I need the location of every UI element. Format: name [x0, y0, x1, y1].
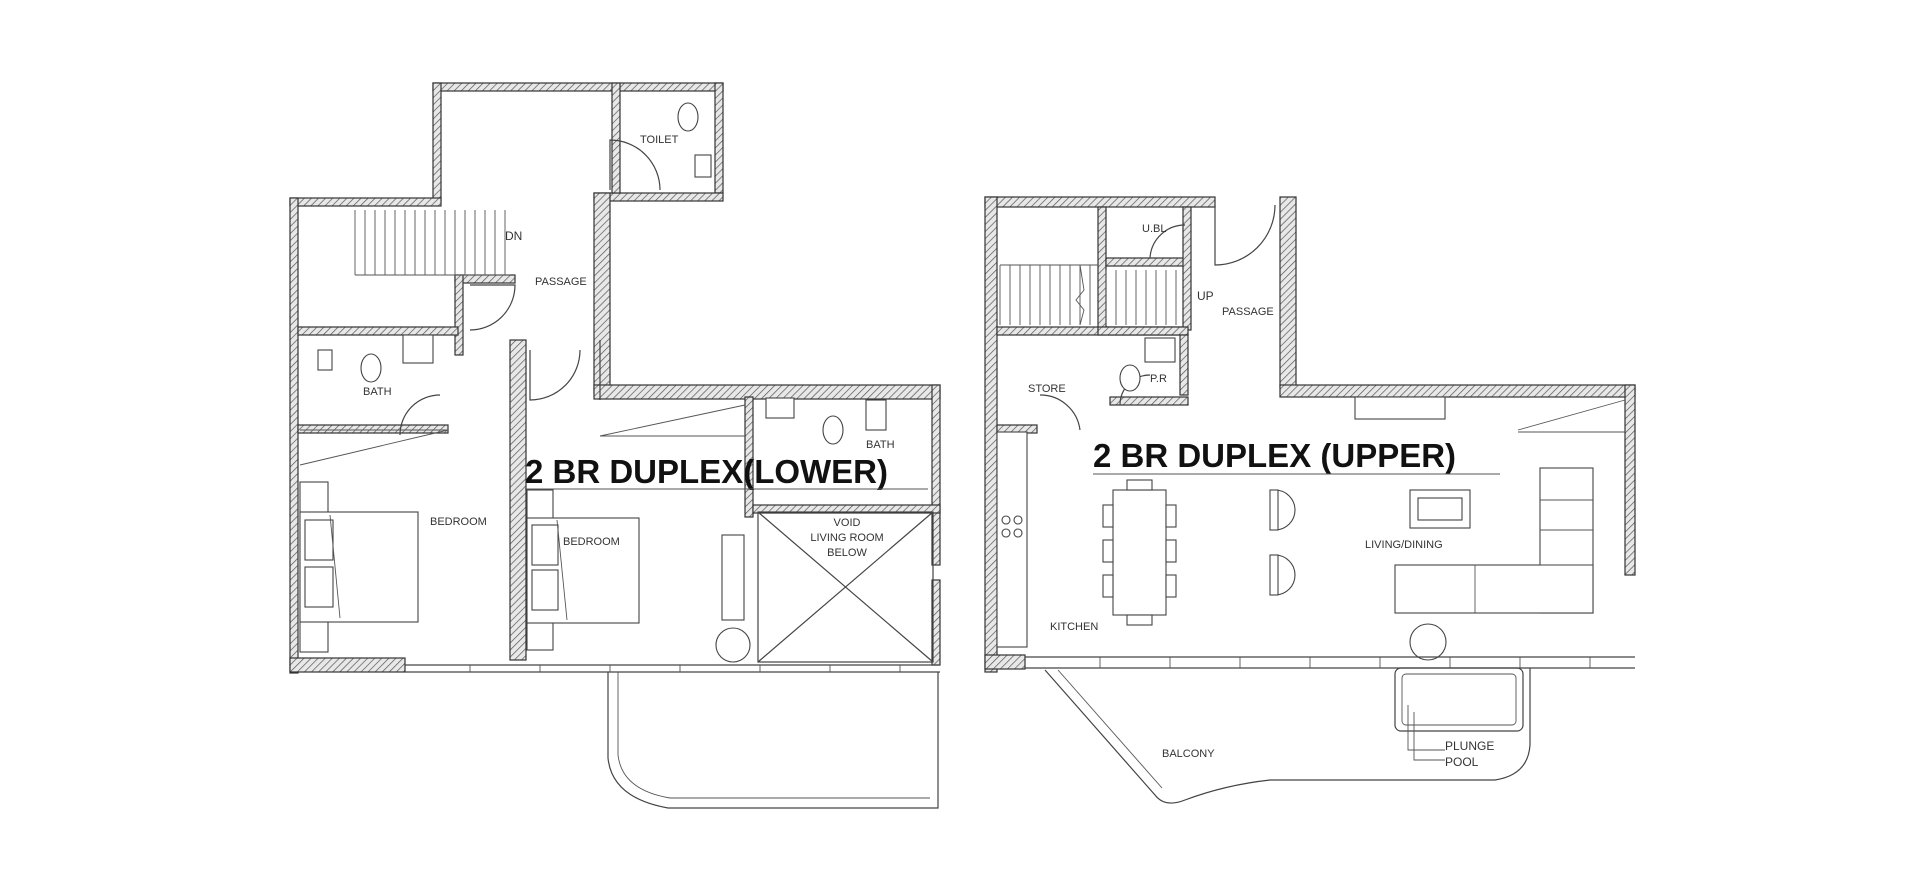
lower-beds — [299, 481, 640, 653]
upper-sofa — [1394, 467, 1594, 661]
upper-armchairs — [1269, 489, 1296, 596]
lower-void-label-2: LIVING ROOM — [810, 532, 883, 544]
upper-pool-label: POOL — [1445, 755, 1479, 769]
lower-toilet-label: TOILET — [640, 134, 679, 146]
upper-store-label: STORE — [1028, 383, 1066, 395]
lower-dn-label: DN — [505, 229, 522, 243]
plunge-pool — [1394, 667, 1524, 761]
lower-bedroom-label-left: BEDROOM — [430, 516, 487, 528]
upper-walls — [984, 196, 1636, 673]
lower-void-label-1: VOID — [834, 517, 861, 529]
upper-ubl-label: U.BL — [1142, 223, 1166, 235]
upper-fixtures — [996, 337, 1446, 648]
lower-glazing — [405, 664, 940, 673]
upper-passage-label: PASSAGE — [1222, 306, 1274, 318]
lower-bath-label-left: BATH — [363, 386, 392, 398]
lower-balcony-inner — [617, 672, 930, 799]
upper-living-label: LIVING/DINING — [1365, 539, 1443, 551]
upper-balcony-label: BALCONY — [1162, 748, 1215, 760]
lower-toilet-fixtures — [317, 102, 887, 445]
upper-balcony — [1044, 668, 1531, 804]
upper-balcony-inner — [1057, 669, 1163, 789]
lower-passage-label: PASSAGE — [535, 276, 587, 288]
upper-stairs — [999, 264, 1626, 433]
upper-dining-set — [1102, 479, 1177, 626]
upper-kitchen-label: KITCHEN — [1050, 621, 1098, 633]
lower-plan-title: 2 BR DUPLEX(LOWER) — [525, 453, 888, 490]
upper-doors — [1039, 204, 1276, 431]
lower-balcony — [607, 672, 939, 809]
upper-plan-title: 2 BR DUPLEX (UPPER) — [1093, 437, 1456, 474]
lower-bath-label-right: BATH — [866, 439, 895, 451]
upper-pr-label: P.R — [1150, 373, 1167, 385]
lower-void-label-3: BELOW — [827, 547, 867, 559]
lower-void — [715, 511, 934, 663]
upper-up-label: UP — [1197, 289, 1214, 303]
lower-stairs — [299, 210, 746, 466]
upper-glazing — [1025, 656, 1635, 669]
upper-floor-plan: U.BL UP PASSAGE STORE P.R LIVING/DINING … — [984, 196, 1636, 804]
upper-plunge-label: PLUNGE — [1445, 739, 1494, 753]
lower-doors — [399, 139, 661, 436]
lower-floor-plan: TOILET DN PASSAGE BATH BATH BEDROOM BEDR… — [289, 82, 941, 809]
lower-bedroom-label-mid: BEDROOM — [563, 536, 620, 548]
